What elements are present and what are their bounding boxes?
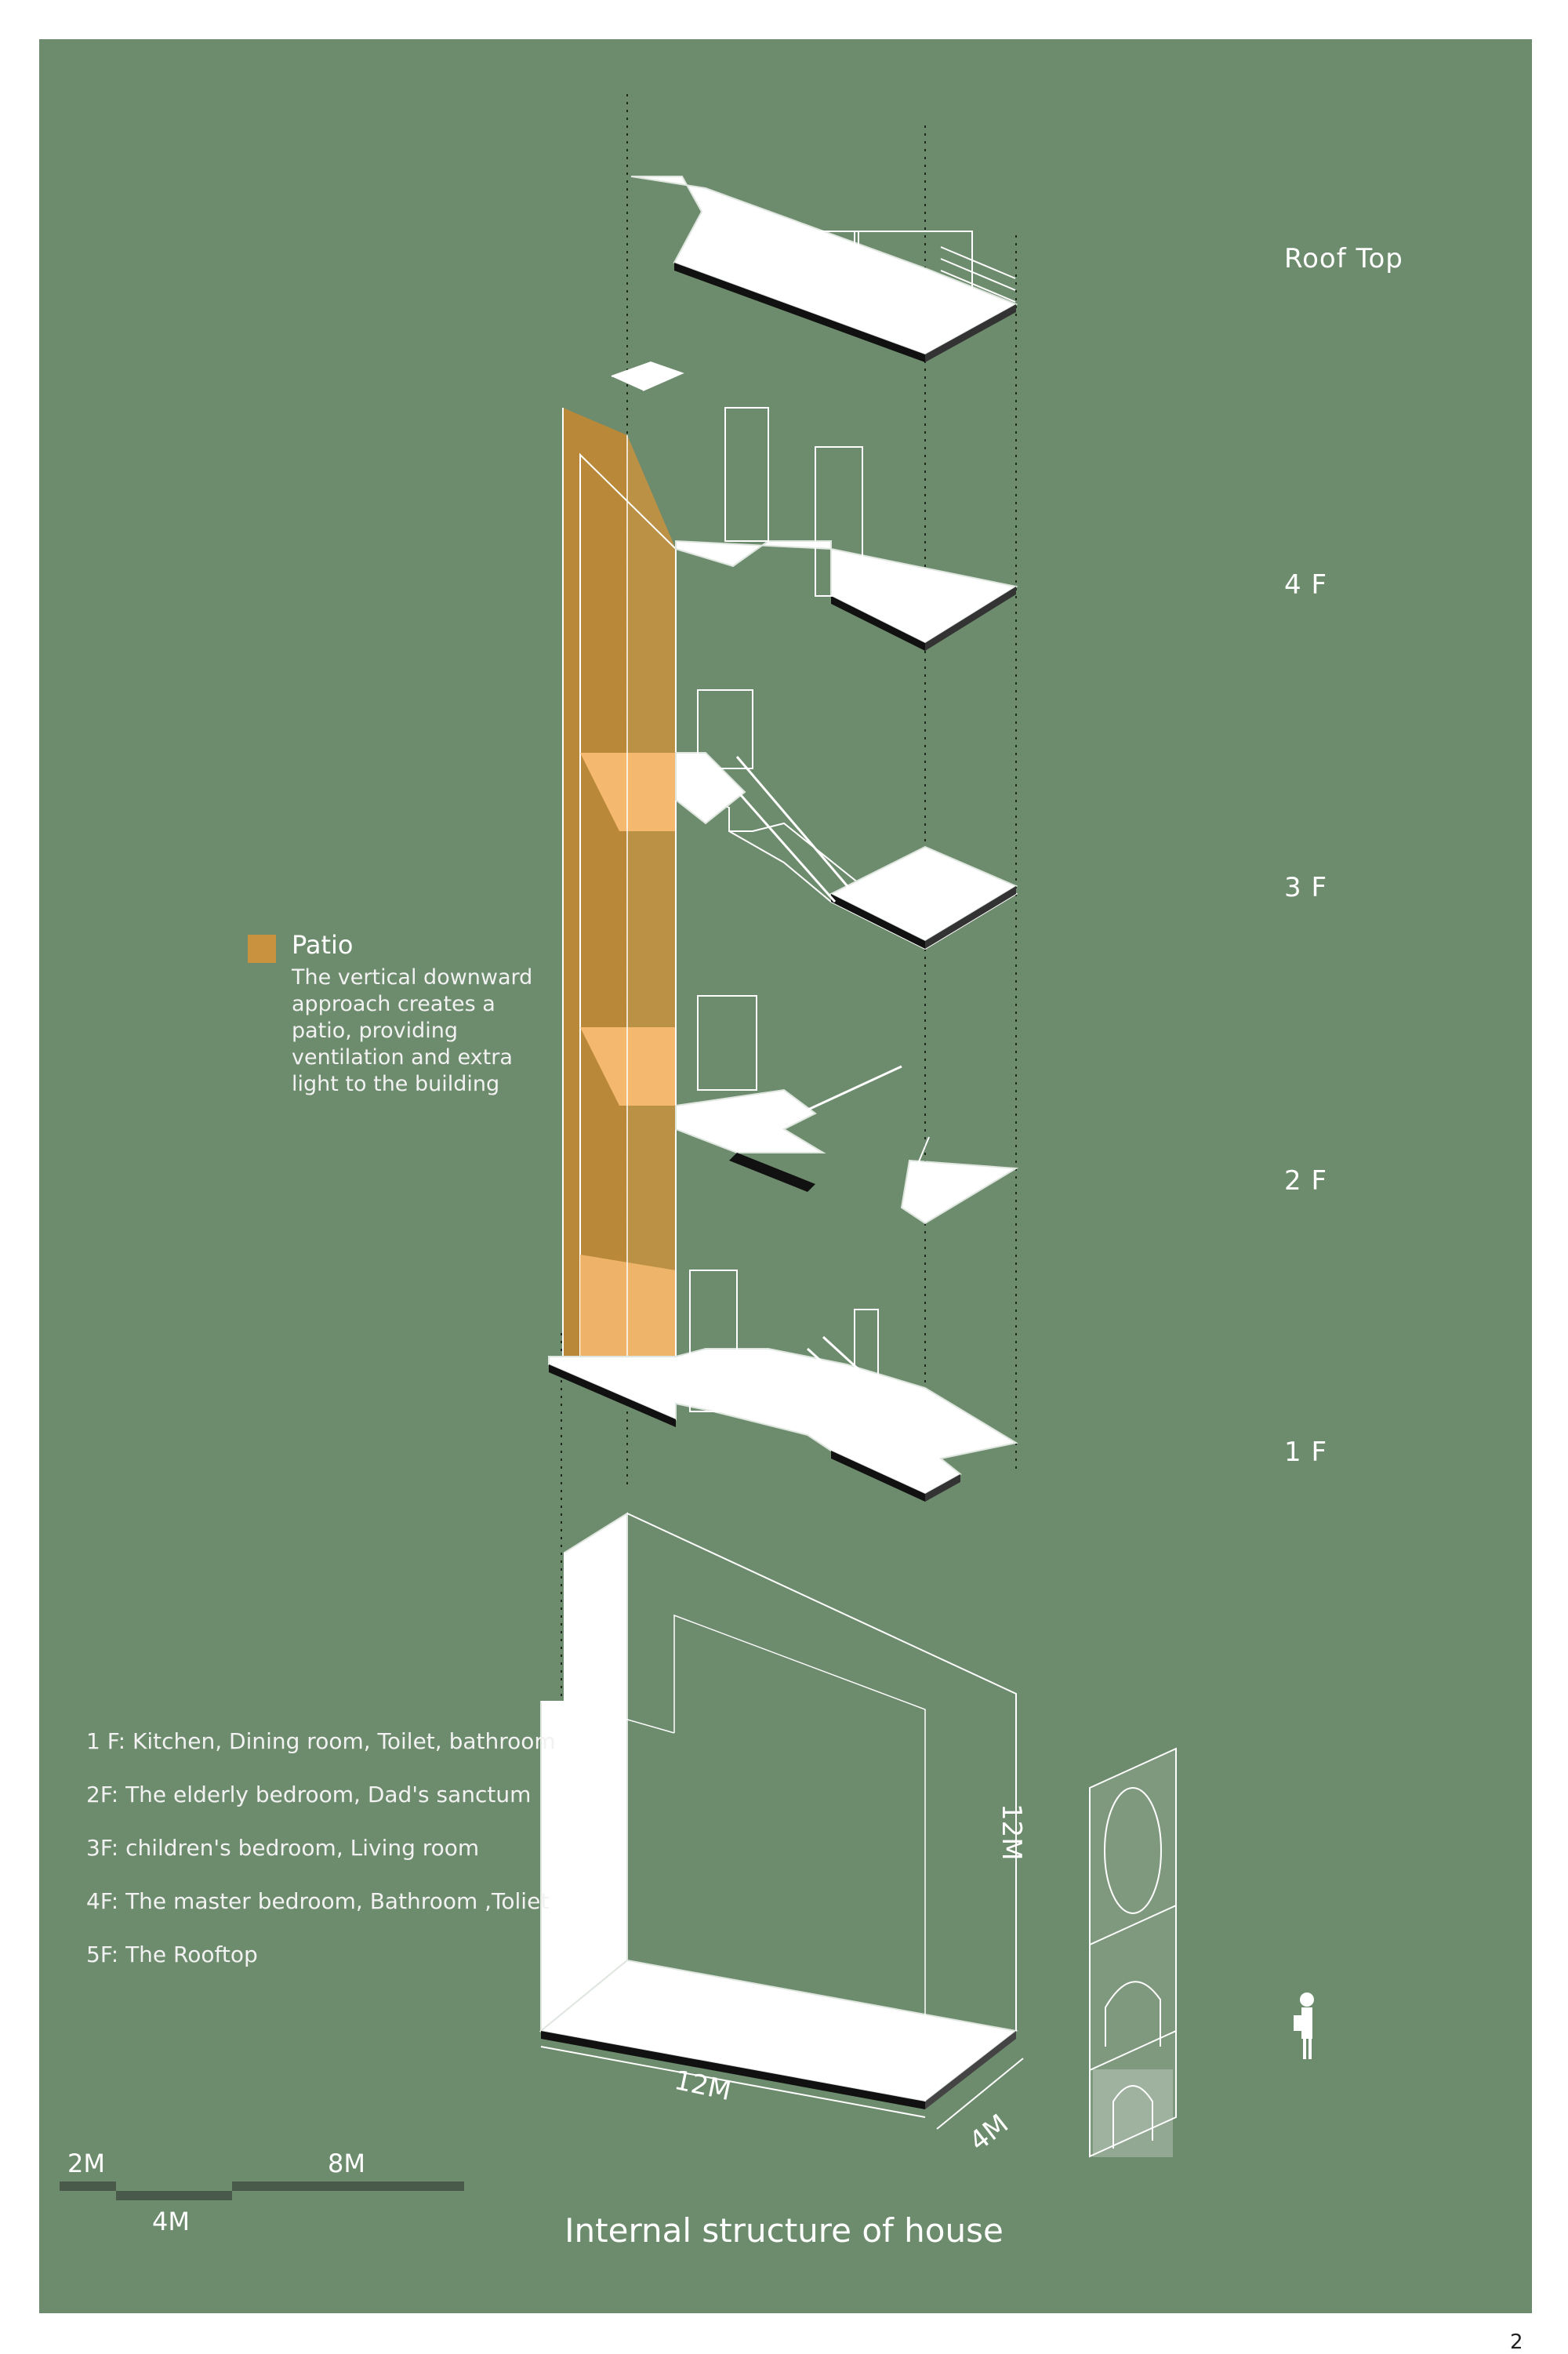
- floor-4-plate: [611, 361, 1018, 651]
- patio-legend-swatch: [248, 935, 276, 963]
- page-number: 2: [1510, 2330, 1523, 2354]
- floor-label-roof: Roof Top: [1284, 243, 1403, 274]
- floor-label-2f: 2 F: [1284, 1165, 1327, 1197]
- scale-label-4m: 4M: [152, 2207, 190, 2236]
- floor-3-plate: [675, 689, 1018, 950]
- scale-label-2m: 2M: [67, 2149, 105, 2178]
- building-shell: [539, 1512, 1018, 2109]
- dimension-lines: [540, 2046, 1024, 2130]
- elevation-drawing: [1089, 1747, 1177, 2158]
- patio-shaft: [562, 408, 677, 1421]
- human-figure: [1294, 1993, 1314, 2059]
- patio-legend-description: The vertical downward approach creates a…: [292, 965, 533, 1096]
- room-list-item: 2F: The elderly bedroom, Dad's sanctum: [86, 1782, 532, 1807]
- room-list-item: 1 F: Kitchen, Dining room, Toilet, bathr…: [86, 1728, 556, 1754]
- floor-1-plate: [548, 1270, 1018, 1502]
- roof-slab: [630, 176, 1018, 362]
- scale-label-8m: 8M: [328, 2149, 365, 2178]
- height-dimension: 12M: [996, 1804, 1027, 1861]
- patio-legend-title: Patio: [292, 930, 354, 960]
- scale-bar: [60, 2181, 464, 2200]
- room-list-item: 3F: children's bedroom, Living room: [86, 1835, 480, 1861]
- diagram-caption: Internal structure of house: [564, 2211, 1004, 2250]
- room-list-item: 5F: The Rooftop: [86, 1942, 258, 1967]
- floor-label-4f: 4 F: [1284, 569, 1327, 601]
- floor-label-3f: 3 F: [1284, 872, 1327, 903]
- room-list-item: 4F: The master bedroom, Bathroom ,Toliet: [86, 1888, 550, 1914]
- floor-label-1f: 1 F: [1284, 1437, 1327, 1468]
- floor-2-plate: [675, 995, 1019, 1225]
